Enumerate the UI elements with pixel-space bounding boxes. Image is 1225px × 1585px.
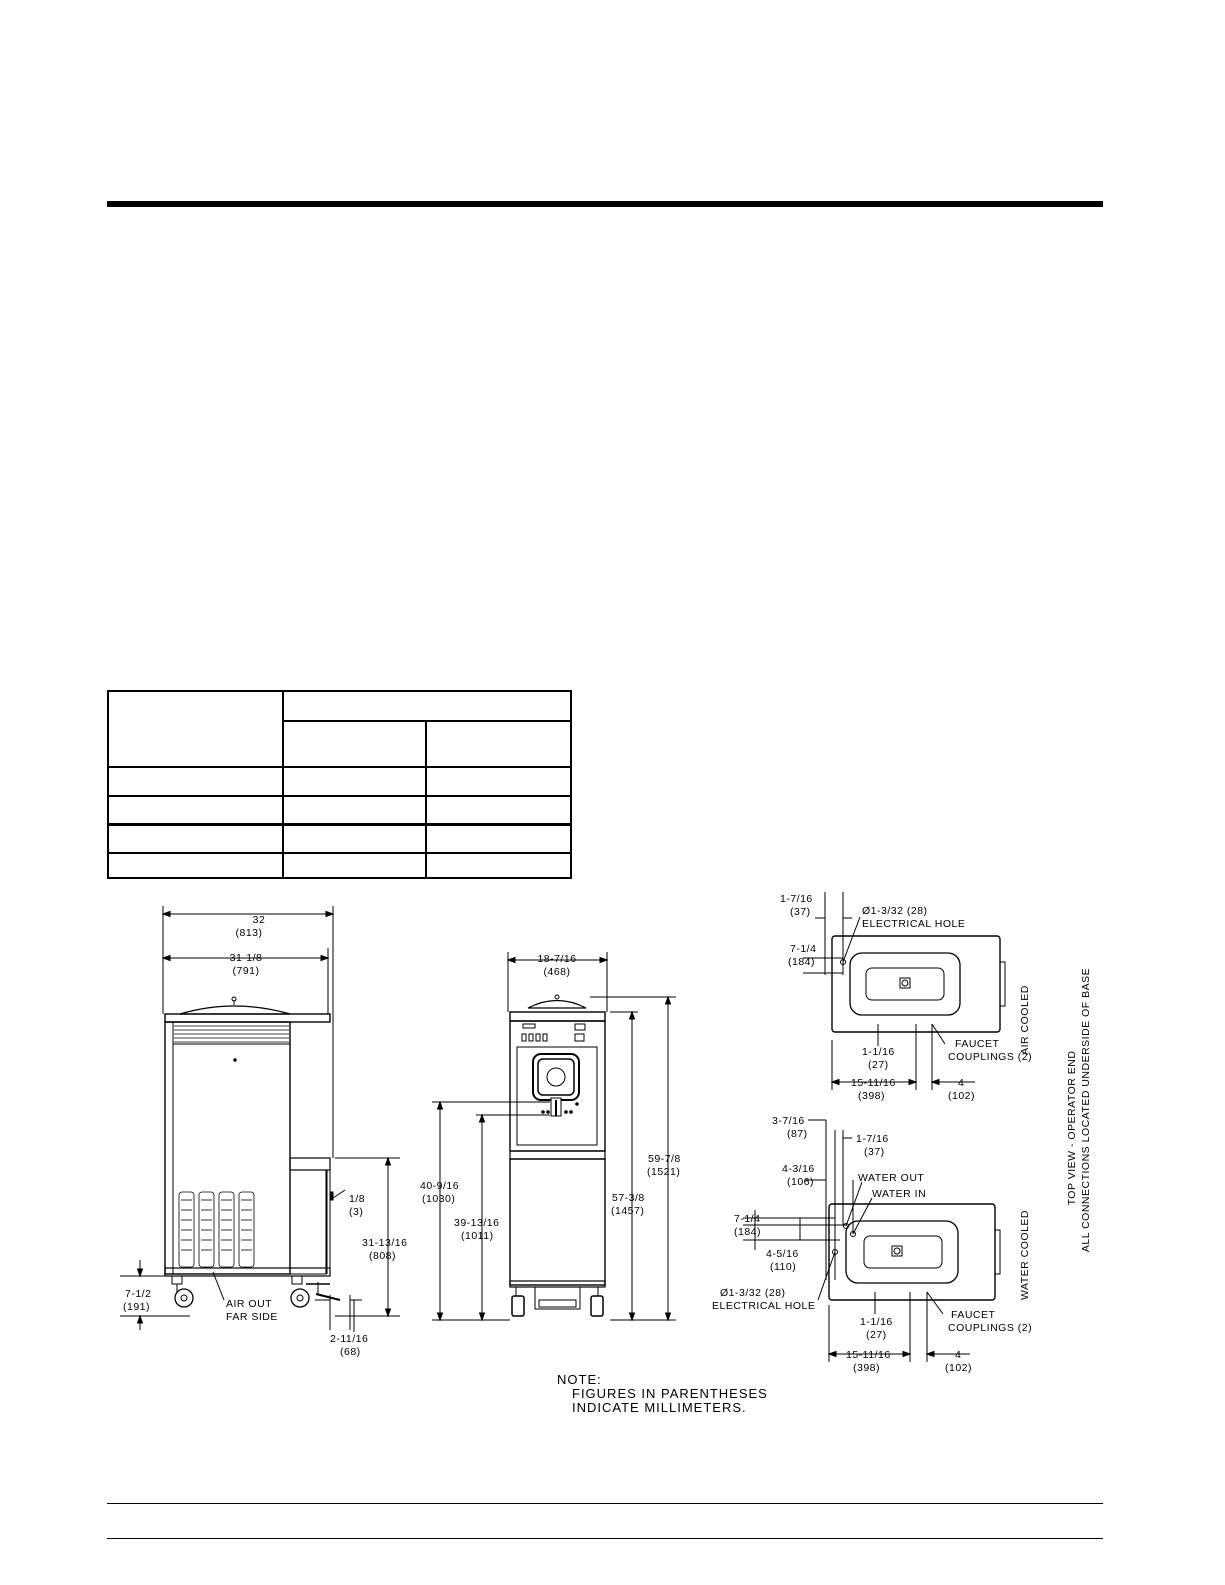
water-dim-end: 4 xyxy=(955,1349,961,1361)
front-view-dimensions xyxy=(432,952,676,1322)
water-cooled-label: WATER COOLED xyxy=(1019,1210,1031,1300)
dim-cabinet-width-mm: (791) xyxy=(232,965,259,977)
air-dim-depth-mm: (184) xyxy=(788,956,815,968)
air-dim-end-mm: (102) xyxy=(948,1090,975,1102)
dim-overall-height: 59-7/8 xyxy=(648,1153,681,1165)
dim-overall-width: 32 xyxy=(253,914,266,926)
water-dim-coupling: 1-1/16 xyxy=(860,1316,893,1328)
water-dim-b-mm: (37) xyxy=(864,1146,885,1158)
water-dim-coupling-mm: (27) xyxy=(866,1329,887,1341)
water-faucet-label: FAUCET xyxy=(951,1309,996,1321)
air-faucet-couplings-label: COUPLINGS (2) xyxy=(948,1051,1032,1063)
dim-draw-height: 39-13/16 xyxy=(454,1217,499,1229)
front-view-machine xyxy=(509,994,606,1317)
water-dim-d: 4-5/16 xyxy=(766,1248,799,1260)
dim-cabinet-width: 31-1/8 xyxy=(230,952,263,964)
note-line-1: FIGURES IN PARENTHESES xyxy=(572,1386,768,1401)
side-view-dimensions xyxy=(120,906,400,1332)
dim-draw-height-mm: (1011) xyxy=(461,1230,494,1242)
air-cooled-label: AIR COOLED xyxy=(1019,985,1031,1055)
water-hole-size: Ø1-3/32 (28) xyxy=(720,1287,786,1299)
top-view-caption: TOP VIEW - OPERATOR END xyxy=(1066,1051,1078,1206)
water-dim-b: 1-7/16 xyxy=(856,1133,889,1145)
footer-rule-top xyxy=(107,1503,1103,1504)
water-hole-label: ELECTRICAL HOLE xyxy=(712,1300,815,1312)
spec-table xyxy=(107,690,572,879)
side-view-machine xyxy=(164,996,341,1308)
air-faucet-label: FAUCET xyxy=(955,1038,1000,1050)
dim-gap-mm: (3) xyxy=(349,1206,363,1218)
water-out-label: WATER OUT xyxy=(858,1172,924,1184)
air-out-label: AIR OUT xyxy=(226,1298,272,1310)
water-dim-span: 15-11/16 xyxy=(846,1349,891,1361)
note-line-2: INDICATE MILLIMETERS. xyxy=(572,1400,747,1415)
water-dim-span-mm: (398) xyxy=(853,1362,880,1374)
air-dim-coupling: 1-1/16 xyxy=(862,1046,895,1058)
water-dim-a: 3-7/16 xyxy=(772,1115,805,1127)
air-dim-offset: 1-7/16 xyxy=(780,893,813,905)
water-dim-depth: 7-1/4 xyxy=(734,1213,760,1225)
water-in-label: WATER IN xyxy=(872,1188,926,1200)
dim-spout-height: 40-9/16 xyxy=(420,1180,459,1192)
water-dim-d-mm: (110) xyxy=(770,1261,796,1273)
top-view-air-cooled xyxy=(803,892,1006,1090)
air-dim-offset-mm: (37) xyxy=(790,906,811,918)
dim-body-height: 57-3/8 xyxy=(612,1192,645,1204)
top-view-connections-caption: ALL CONNECTIONS LOCATED UNDERSIDE OF BAS… xyxy=(1080,968,1092,1252)
dim-body-height-mm: (1457) xyxy=(611,1205,644,1217)
dim-spout-height-mm: (1030) xyxy=(422,1193,455,1205)
water-dim-c-mm: (106) xyxy=(787,1176,814,1188)
air-hole-size: Ø1-3/32 (28) xyxy=(862,905,928,917)
air-hole-label: ELECTRICAL HOLE xyxy=(862,918,965,930)
air-dim-end: 4 xyxy=(958,1077,964,1089)
dim-toe-mm: (68) xyxy=(340,1346,361,1358)
dim-toe: 2-11/16 xyxy=(330,1333,368,1345)
dim-gap: 1/8 xyxy=(349,1193,365,1205)
air-dim-span: 15-11/16 xyxy=(851,1077,896,1089)
top-view-water-cooled xyxy=(743,1119,1001,1362)
dim-front-width: 18-7/16 xyxy=(537,953,576,965)
water-faucet-couplings-label: COUPLINGS (2) xyxy=(948,1322,1032,1334)
footer-rule-bottom xyxy=(107,1538,1103,1539)
note-heading: NOTE: xyxy=(557,1372,602,1387)
water-dim-depth-mm: (184) xyxy=(734,1226,761,1238)
dim-overall-height-mm: (1521) xyxy=(647,1166,680,1178)
dim-caster-height: 7-1/2 xyxy=(125,1288,151,1300)
dim-overall-width-mm: (813) xyxy=(235,927,262,939)
dim-front-width-mm: (468) xyxy=(543,966,570,978)
water-dim-end-mm: (102) xyxy=(945,1362,972,1374)
water-dim-a-mm: (87) xyxy=(787,1128,808,1140)
air-dim-coupling-mm: (27) xyxy=(868,1059,889,1071)
header-rule xyxy=(107,201,1103,207)
dim-counter-height: 31-13/16 xyxy=(362,1237,407,1249)
dim-counter-height-mm: (808) xyxy=(369,1250,396,1262)
air-out-side-label: FAR SIDE xyxy=(226,1311,278,1323)
dim-caster-height-mm: (191) xyxy=(123,1301,150,1313)
air-dim-span-mm: (398) xyxy=(858,1090,885,1102)
air-dim-depth: 7-1/4 xyxy=(790,943,816,955)
water-dim-c: 4-3/16 xyxy=(782,1163,815,1175)
